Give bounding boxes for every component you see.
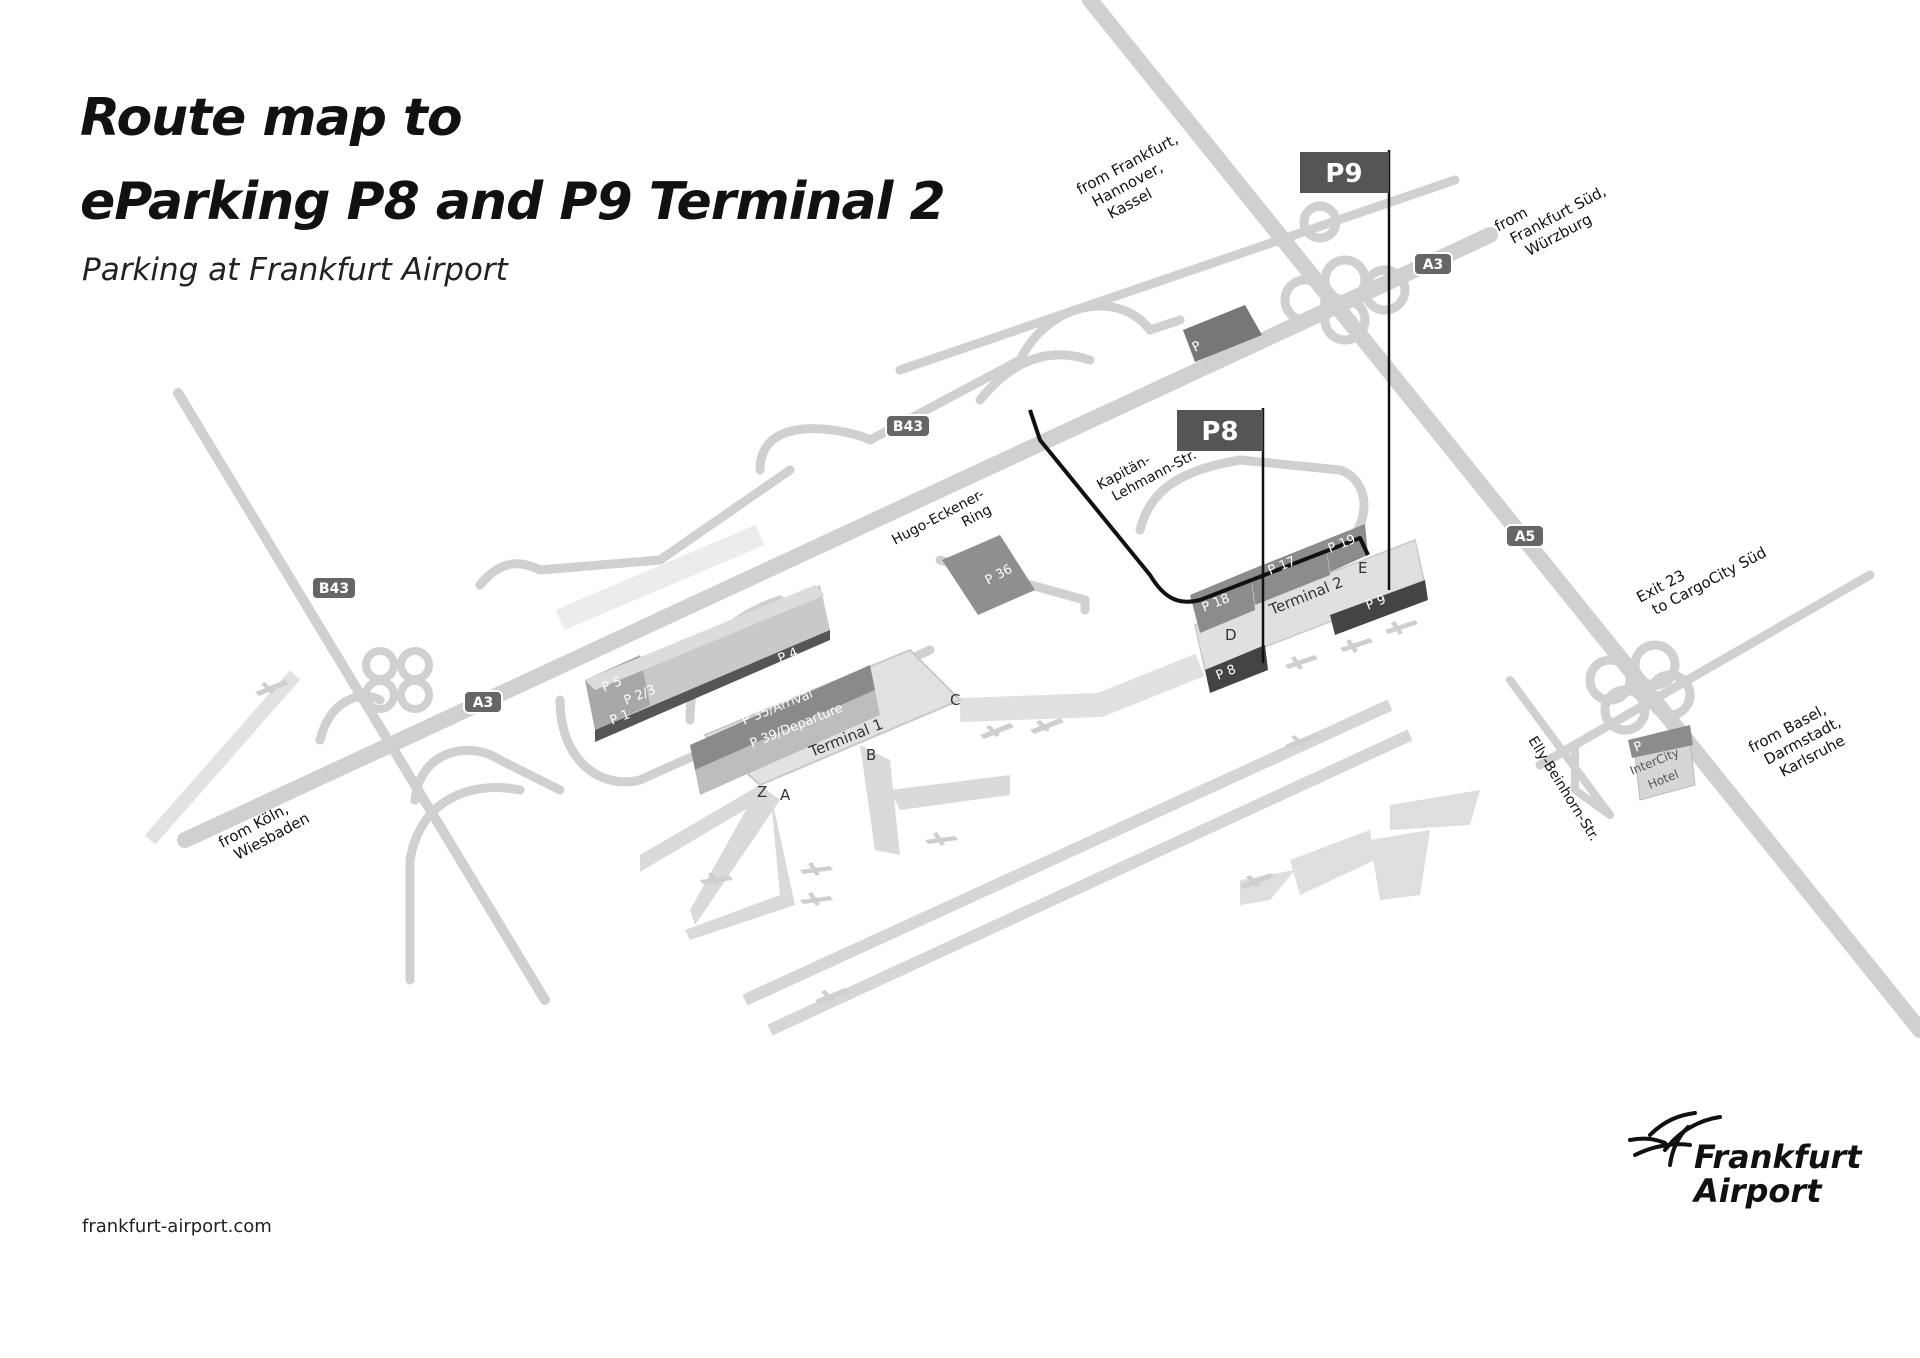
p35-band [690, 665, 875, 770]
runway-2 [767, 729, 1413, 1036]
road-shields: A3 A3 A5 B43 B43 [311, 252, 1545, 714]
runway-apron [555, 524, 765, 631]
shield-b43-mid: B43 [893, 419, 923, 435]
direction-labels: from Frankfurt, Hannover, Kassel from Fr… [215, 130, 1847, 864]
apron-ring [475, 465, 795, 590]
label-p4: P 4 [776, 645, 800, 666]
cargo-block-1 [1290, 830, 1375, 895]
p39-band [695, 690, 880, 795]
cloverleaf-north-east [1280, 201, 1410, 345]
p9-flag [1300, 152, 1389, 193]
runway-1 [742, 699, 1393, 1006]
shield-b43-west: B43 [319, 581, 349, 597]
p4-top [585, 585, 825, 690]
aircraft-icon [700, 872, 733, 886]
aircraft-icon [815, 988, 849, 1004]
label-p5: P 5 [600, 674, 624, 695]
west-ring [315, 691, 385, 745]
north-feeder [895, 175, 1460, 375]
aircraft-icon [800, 862, 833, 876]
t1-pier-a-arm [685, 790, 795, 940]
shield-a3-east-bg [1413, 252, 1453, 276]
label-p1: P 1 [608, 707, 632, 728]
intercity-hotel [1628, 725, 1696, 801]
exit23-road [1535, 570, 1875, 770]
p8-flag-label: P8 [1201, 417, 1238, 447]
p19-block [1325, 524, 1368, 572]
route-to-t2 [1028, 409, 1370, 604]
cargo-block-2 [1370, 830, 1430, 900]
t1-pier-b-arm [890, 775, 1010, 810]
elly-beinhorn-road [1506, 676, 1614, 819]
logo-text-line1: Frankfurt [1694, 1138, 1862, 1176]
aircraft-icon [1240, 873, 1274, 889]
t2-loop [1135, 455, 1369, 545]
cargo-area [1240, 790, 1480, 905]
label-pier-z: Z [757, 783, 767, 801]
p1-block [595, 630, 830, 742]
p9-flag-label: P9 [1325, 159, 1362, 189]
aircraft-icon [1030, 718, 1064, 734]
cargo-block-3 [1390, 790, 1480, 830]
north-loop [755, 301, 1185, 475]
t1-pier-b [860, 745, 900, 855]
p4-p5-garage [585, 585, 880, 795]
page-subtitle: Parking at Frankfurt Airport [82, 252, 508, 288]
label-p8: P 8 [1214, 662, 1238, 683]
cloverleaf-south-east [1585, 640, 1695, 735]
north-loop-2 [975, 350, 1095, 405]
label-pier-d: D [1225, 626, 1237, 644]
shield-a3-east: A3 [1423, 257, 1444, 273]
p8-flag [1177, 410, 1263, 451]
aircraft-icon [925, 832, 958, 846]
aircraft-icon [800, 892, 833, 906]
cloverleaf-west [362, 647, 433, 713]
t1-t2-connector [959, 653, 1205, 722]
shield-b43-mid-bg [885, 414, 931, 438]
aircraft-icon [1385, 620, 1418, 635]
shield-a3-west-bg [463, 690, 503, 714]
shield-a5: A5 [1515, 529, 1536, 545]
label-pier-c: C [950, 691, 960, 709]
label-pier-a: A [780, 786, 791, 804]
west-feeder [405, 783, 525, 985]
page-title-line1: Route map to [80, 88, 463, 148]
logo-text-line2: Airport [1694, 1172, 1822, 1210]
aircraft-icon [1285, 655, 1318, 670]
frankfurt-airport-logo [1628, 1111, 1722, 1167]
aircraft-icon [1285, 733, 1319, 749]
north-parking [1183, 305, 1262, 362]
aircraft-icon [980, 723, 1014, 739]
runway-north [144, 670, 301, 845]
aircraft-icon [1340, 638, 1373, 653]
roads-layer [173, 0, 1920, 1038]
p36-garage [942, 535, 1035, 615]
p9-block [1330, 580, 1428, 635]
shield-a5-bg [1505, 524, 1545, 548]
p8-block [1205, 645, 1268, 693]
aircraft-icon [255, 680, 289, 696]
logo-swoosh-icon [1628, 1111, 1722, 1167]
runways [144, 524, 1413, 1036]
terminal-loop [555, 645, 935, 787]
page-title-line2: eParking P8 and P9 Terminal 2 [80, 172, 946, 232]
hotel-access [1571, 741, 1614, 819]
label-p9: P 9 [1364, 592, 1388, 613]
south-ring [410, 745, 565, 805]
a5-motorway [1082, 0, 1920, 1038]
shield-b43-west-bg [311, 576, 357, 600]
t1-pier-a [690, 785, 780, 925]
label-pier-b: B [866, 746, 876, 764]
shield-a3-west: A3 [473, 695, 494, 711]
hotel-parking [1628, 725, 1693, 758]
aircraft-group [255, 620, 1418, 1004]
t1-pier-z [640, 785, 770, 872]
website-link[interactable]: frankfurt-airport.com [82, 1216, 272, 1237]
label-pier-e: E [1358, 559, 1367, 577]
